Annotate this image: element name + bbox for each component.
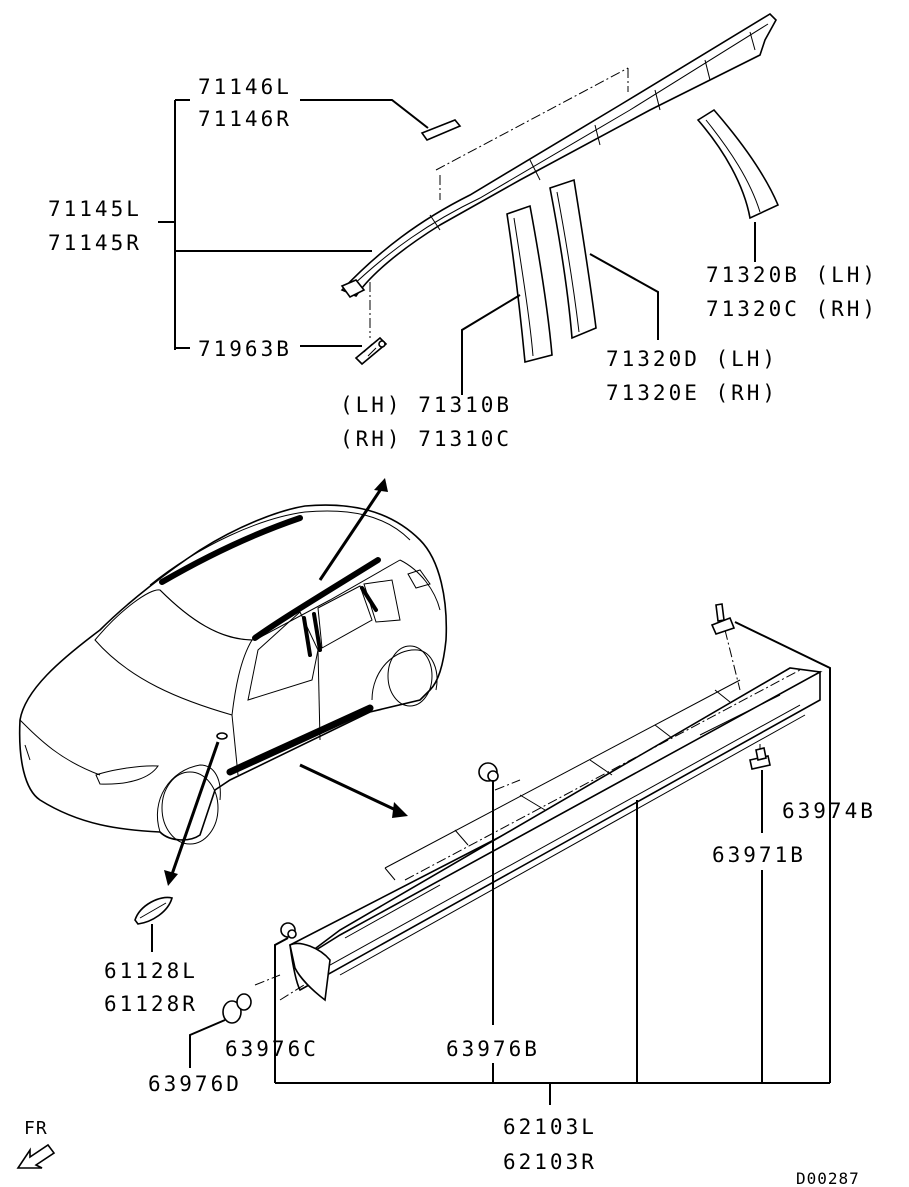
label-71310C: (RH) 71310C: [340, 427, 512, 451]
label-71320E: 71320E (RH): [606, 381, 778, 405]
label-71145L: 71145L: [48, 197, 142, 221]
label-71963B: 71963B: [198, 337, 292, 361]
label-71146L: 71146L: [198, 75, 292, 99]
label-71310B: (LH) 71310B: [340, 393, 512, 417]
direction-text: FR: [24, 1118, 48, 1139]
direction-indicator: FR: [16, 1118, 56, 1169]
pointer-arrows: [164, 478, 408, 886]
front-arrow-icon: [16, 1143, 56, 1169]
part-labels: 71146L 71146R 71145L 71145R 71963B (LH) …: [48, 75, 878, 1174]
mud-guard-61128: [134, 896, 173, 925]
label-63976D: 63976D: [148, 1072, 242, 1096]
label-62103R: 62103R: [503, 1150, 597, 1174]
label-62103L: 62103L: [503, 1115, 597, 1139]
side-sill-garnish: [134, 603, 823, 1024]
diagram-code: D00287: [796, 1169, 860, 1187]
fastener-71963B: [354, 336, 388, 366]
label-61128R: 61128R: [104, 992, 198, 1016]
lower-leader-lines: [151, 621, 831, 1105]
label-71146R: 71146R: [198, 107, 292, 131]
upper-leader-lines: [158, 99, 756, 395]
label-63976B: 63976B: [446, 1037, 540, 1061]
clip-63976C: [280, 922, 297, 939]
label-63976C: 63976C: [225, 1037, 319, 1061]
clip-63976B: [478, 762, 499, 782]
label-63974B: 63974B: [782, 799, 876, 823]
vehicle-outline: [18, 504, 448, 845]
label-63971B: 63971B: [712, 843, 806, 867]
roof-moulding-assembly: [340, 12, 780, 366]
label-71320C: 71320C (RH): [706, 297, 878, 321]
screw-63971B: [749, 747, 771, 770]
label-61128L: 61128L: [104, 959, 198, 983]
label-71320D: 71320D (LH): [606, 347, 778, 371]
clip-63976D: [222, 993, 252, 1024]
clip-63974B: [710, 603, 736, 635]
label-71145R: 71145R: [48, 231, 142, 255]
label-71320B: 71320B (LH): [706, 263, 878, 287]
